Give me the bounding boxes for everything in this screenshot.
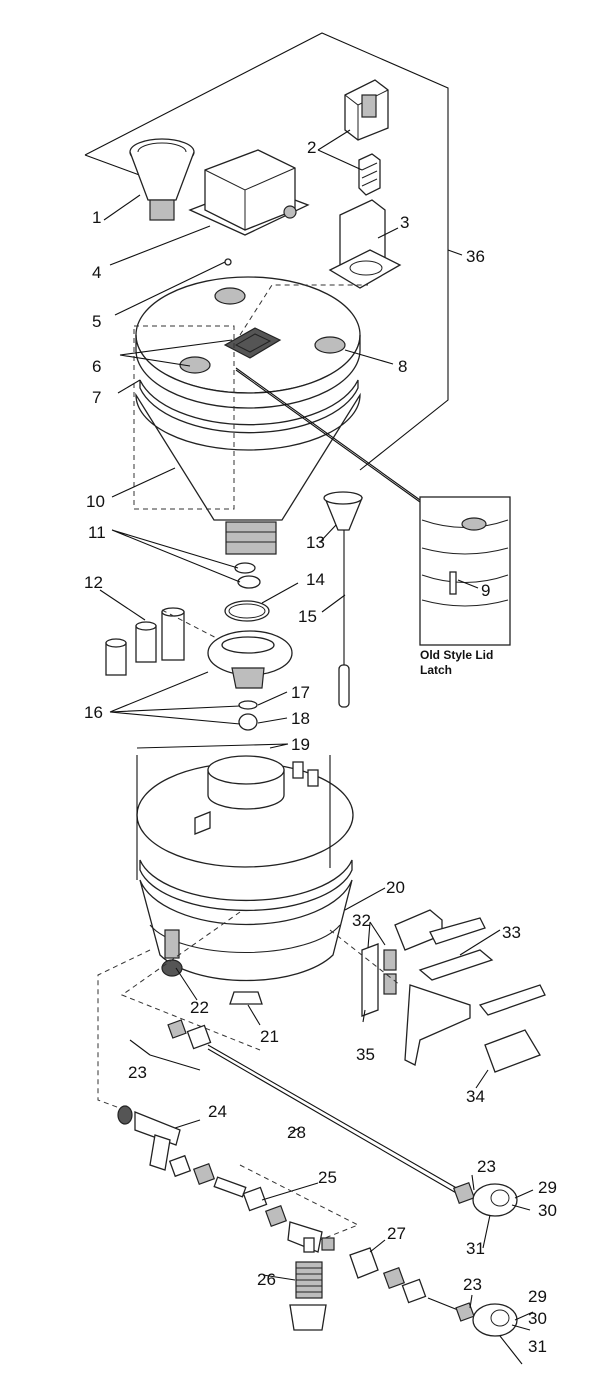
- callout-31-b: 31: [528, 1337, 547, 1356]
- callout-31-a: 31: [466, 1239, 485, 1258]
- part-3-bracket: [328, 199, 402, 289]
- inset-caption-line-2: Latch: [420, 663, 452, 677]
- callout-34: 34: [466, 1087, 485, 1106]
- callout-13: 13: [306, 533, 325, 552]
- part-2-transformer: [344, 79, 389, 196]
- callout-17: 17: [291, 683, 310, 702]
- callout-23-c: 23: [463, 1275, 482, 1294]
- callout-32: 32: [352, 911, 371, 930]
- callout-26: 26: [257, 1270, 276, 1289]
- callout-36: 36: [466, 247, 485, 266]
- callout-11: 11: [88, 523, 106, 542]
- inset-caption-line-1: Old Style Lid: [420, 648, 493, 662]
- callout-1: 1: [92, 208, 101, 227]
- parts-11-to-15: [224, 491, 363, 708]
- callout-30-a: 30: [538, 1201, 557, 1220]
- part-4-control-box: [188, 149, 310, 236]
- callout-22: 22: [190, 998, 209, 1017]
- callout-23-b: 23: [477, 1157, 496, 1176]
- callout-16: 16: [84, 703, 103, 722]
- plumbing-assembly: [117, 1019, 518, 1337]
- callout-15: 15: [298, 607, 317, 626]
- callout-29-a: 29: [538, 1178, 557, 1197]
- callout-19: 19: [291, 735, 310, 754]
- callout-10: 10: [86, 492, 105, 511]
- callout-21: 21: [260, 1027, 279, 1046]
- part-1-funnel: [129, 138, 195, 221]
- part-12-bushings: [105, 607, 185, 676]
- callout-3: 3: [400, 213, 409, 232]
- inset-old-style-lid-latch: [419, 496, 511, 646]
- callout-20: 20: [386, 878, 405, 897]
- callout-29-b: 29: [528, 1287, 547, 1306]
- callout-labels: 1 2 3 4 5 6 7 8 9 10 11 12 13 14 15 16 1…: [84, 138, 557, 1356]
- callout-24: 24: [208, 1102, 227, 1121]
- callout-25: 25: [318, 1168, 337, 1187]
- callout-6: 6: [92, 357, 101, 376]
- callout-23-a: 23: [128, 1063, 147, 1082]
- hopper-upper: [135, 276, 361, 555]
- callout-14: 14: [306, 570, 325, 589]
- callout-18: 18: [291, 709, 310, 728]
- callout-35: 35: [356, 1045, 375, 1064]
- callout-8: 8: [398, 357, 407, 376]
- callout-4: 4: [92, 263, 101, 282]
- hopper-lower: [136, 755, 354, 1005]
- callout-7: 7: [92, 388, 101, 407]
- callout-5: 5: [92, 312, 101, 331]
- part-16-adapter: [207, 630, 293, 731]
- callout-9: 9: [481, 581, 490, 600]
- callout-33: 33: [502, 923, 521, 942]
- callout-2: 2: [307, 138, 316, 157]
- callout-30-b: 30: [528, 1309, 547, 1328]
- bracket-36: [84, 32, 449, 471]
- parts-32-to-35-latch: [361, 909, 546, 1073]
- callout-28: 28: [287, 1123, 306, 1142]
- callout-12: 12: [84, 573, 103, 592]
- callout-27: 27: [387, 1224, 406, 1243]
